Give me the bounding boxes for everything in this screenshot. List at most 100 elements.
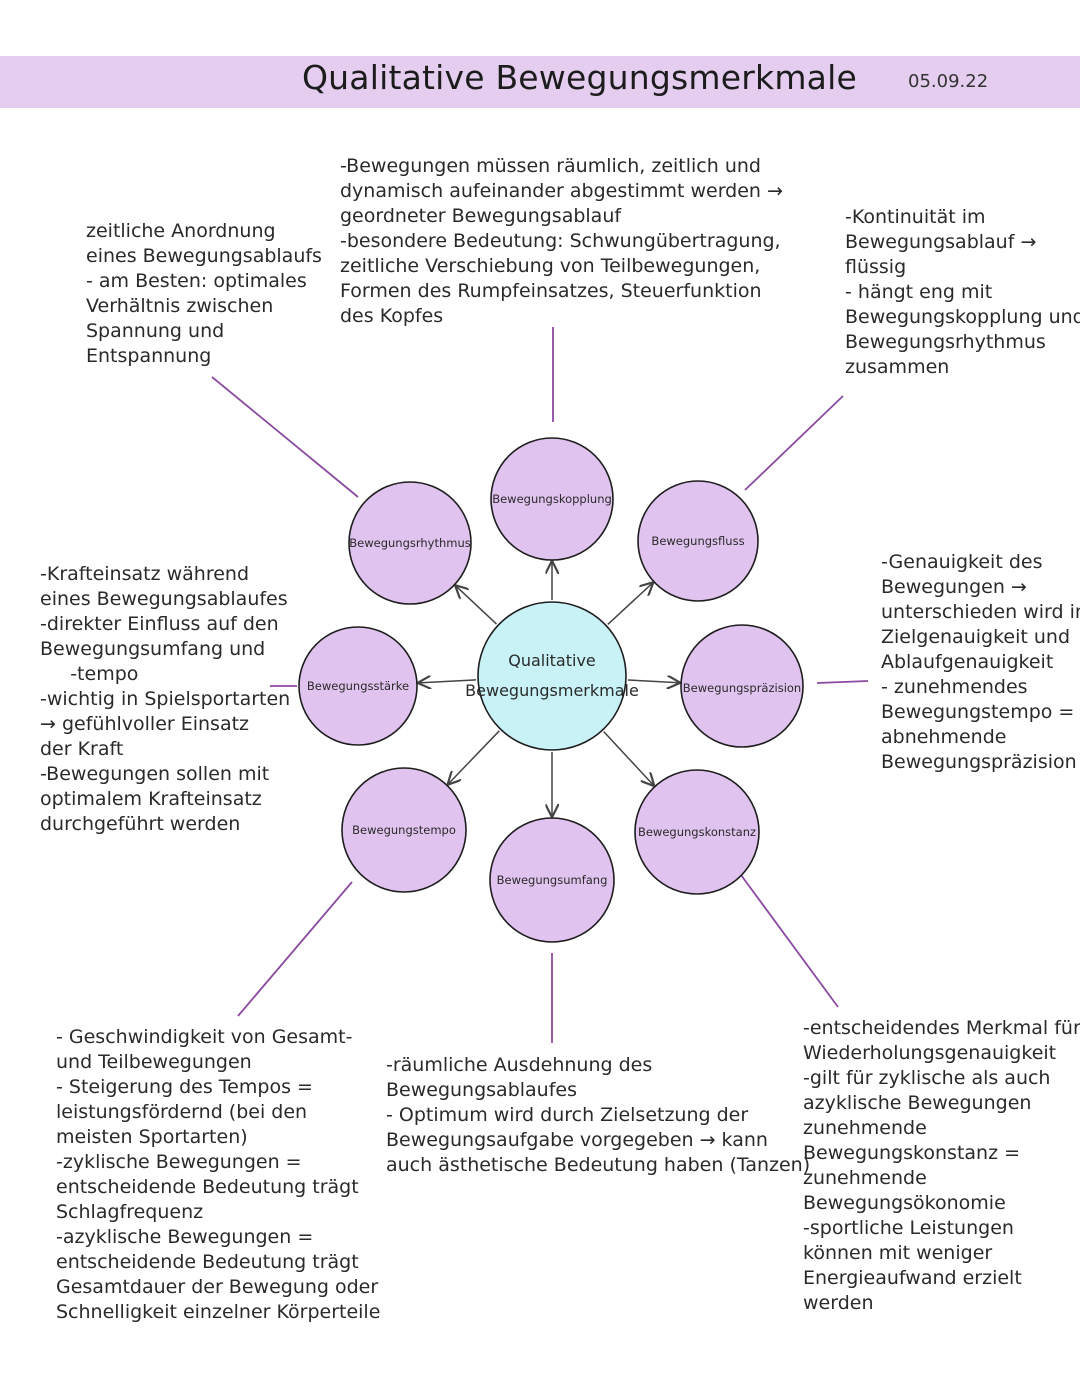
note-line: Bewegungstempo = bbox=[881, 701, 1075, 723]
arrow-fluss bbox=[607, 583, 653, 625]
page-title: Qualitative Bewegungsmerkmale bbox=[302, 58, 857, 97]
note-line: Bewegungsablaufes bbox=[386, 1079, 578, 1101]
node-label-konstanz: Bewegungskonstanz bbox=[637, 825, 757, 839]
note-tempo: - Geschwindigkeit von Gesamt-und Teilbew… bbox=[56, 1025, 380, 1325]
note-line: -sportliche Leistungen bbox=[803, 1217, 1014, 1239]
note-line: -zyklische Bewegungen = bbox=[56, 1151, 302, 1173]
note-line: entscheidende Bedeutung trägt bbox=[56, 1176, 359, 1198]
note-line: Formen des Rumpfeinsatzes, Steuerfunktio… bbox=[340, 280, 762, 302]
note-line: Wiederholungsgenauigkeit bbox=[803, 1042, 1057, 1064]
note-line: -Bewegungen sollen mit bbox=[40, 763, 270, 785]
note-line: Bewegungspräzision bbox=[881, 751, 1077, 773]
note-line: Zielgenauigkeit und bbox=[881, 626, 1071, 648]
note-line: -wichtig in Spielsportarten bbox=[40, 688, 291, 710]
note-staerke: -Krafteinsatz während eines Bewegungsabla… bbox=[40, 562, 290, 837]
note-rhythmus: zeitliche Anordnung eines Bewegungsablauf… bbox=[86, 219, 322, 369]
note-line: Bewegungskopplung und bbox=[845, 306, 1080, 328]
node-circle-kopplung bbox=[490, 437, 614, 561]
note-line: und Teilbewegungen bbox=[56, 1051, 252, 1073]
note-line: Spannung und bbox=[86, 320, 225, 342]
note-line: optimalem Krafteinsatz bbox=[40, 788, 262, 810]
arrow-staerke bbox=[419, 680, 477, 683]
note-line: -tempo bbox=[40, 663, 139, 685]
note-line: unterschieden wird in bbox=[881, 601, 1080, 623]
connector-line bbox=[816, 680, 869, 684]
note-line: Schlagfrequenz bbox=[56, 1201, 204, 1223]
note-line: Energieaufwand erzielt bbox=[803, 1267, 1022, 1289]
note-line: Bewegungsökonomie bbox=[803, 1192, 1006, 1214]
note-line: Schnelligkeit einzelner Körperteile bbox=[56, 1301, 381, 1323]
note-line: - Steigerung des Tempos = bbox=[56, 1076, 313, 1098]
note-line: dynamisch aufeinander abgestimmt werden … bbox=[340, 180, 783, 202]
node-label-staerke: Bewegungsstärke bbox=[306, 679, 410, 693]
note-line: - am Besten: optimales bbox=[86, 270, 307, 292]
center-label-line1: Qualitative bbox=[508, 651, 596, 670]
note-line: Bewegungen → bbox=[881, 576, 1027, 598]
note-line: zunehmende bbox=[803, 1167, 927, 1189]
note-line: -Genauigkeit des bbox=[881, 551, 1043, 573]
connector-line bbox=[740, 874, 839, 1008]
center-circle bbox=[477, 601, 627, 751]
note-line: -direkter Einfluss auf den bbox=[40, 613, 279, 635]
node-label-praezision: Bewegungspräzision bbox=[682, 681, 802, 695]
note-line: zunehmende bbox=[803, 1117, 927, 1139]
note-line: - hängt eng mit bbox=[845, 281, 993, 303]
note-line: können mit weniger bbox=[803, 1242, 993, 1264]
note-line: zeitliche Anordnung bbox=[86, 220, 276, 242]
note-line: entscheidende Bedeutung trägt bbox=[56, 1251, 359, 1273]
node-label-rhythmus: Bewegungsrhythmus bbox=[349, 536, 471, 550]
note-line: werden bbox=[803, 1292, 874, 1314]
node-label-umfang: Bewegungsumfang bbox=[496, 873, 608, 887]
note-line: Bewegungsaufgabe vorgegeben → kann bbox=[386, 1129, 768, 1151]
note-line: Ablaufgenauigkeit bbox=[881, 651, 1054, 673]
node-circle-tempo bbox=[341, 767, 467, 893]
note-line: Gesamtdauer der Bewegung oder bbox=[56, 1276, 379, 1298]
page-date: 05.09.22 bbox=[908, 71, 989, 92]
note-kopplung: -Bewegungen müssen räumlich, zeitlich un… bbox=[340, 154, 783, 329]
center-label: Qualitative Bewegungsmerkmale bbox=[465, 646, 639, 706]
note-line: abnehmende bbox=[881, 726, 1007, 748]
node-circle-staerke bbox=[298, 626, 418, 746]
connector-line bbox=[744, 395, 844, 491]
connector-line bbox=[211, 376, 359, 498]
note-line: Bewegungskonstanz = bbox=[803, 1142, 1021, 1164]
note-line: -Krafteinsatz während bbox=[40, 563, 249, 585]
note-line: geordneter Bewegungsablauf bbox=[340, 205, 622, 227]
header-bar bbox=[0, 56, 1080, 108]
note-line: -räumliche Ausdehnung des bbox=[386, 1054, 653, 1076]
node-circle-konstanz bbox=[634, 769, 760, 895]
note-line: flüssig bbox=[845, 256, 907, 278]
note-line: Verhältnis zwischen bbox=[86, 295, 274, 317]
note-line: - Geschwindigkeit von Gesamt- bbox=[56, 1026, 353, 1048]
note-line: Entspannung bbox=[86, 345, 212, 367]
note-line: -Kontinuität im bbox=[845, 206, 986, 228]
note-line: eines Bewegungsablaufes bbox=[40, 588, 288, 610]
center-label-line2: Bewegungsmerkmale bbox=[465, 681, 639, 700]
node-circle-umfang bbox=[489, 817, 615, 943]
note-line: meisten Sportarten) bbox=[56, 1126, 248, 1148]
node-label-tempo: Bewegungstempo bbox=[352, 823, 456, 837]
node-circle-praezision bbox=[680, 624, 804, 748]
note-line: Bewegungsablauf → bbox=[845, 231, 1037, 253]
note-line: zusammen bbox=[845, 356, 950, 378]
note-line: eines Bewegungsablaufs bbox=[86, 245, 322, 267]
note-fluss: -Kontinuität im Bewegungsablauf → flüssig -… bbox=[845, 205, 1080, 380]
arrow-praezision bbox=[627, 680, 679, 683]
note-line: auch ästhetische Bedeutung haben (Tanzen… bbox=[386, 1154, 811, 1176]
note-line: -entscheidendes Merkmal für bbox=[803, 1017, 1080, 1039]
note-line: leistungsfördernd (bei den bbox=[56, 1101, 308, 1123]
node-label-kopplung: Bewegungskopplung bbox=[492, 492, 612, 506]
note-line: des Kopfes bbox=[340, 305, 444, 327]
arrow-konstanz bbox=[603, 731, 654, 785]
note-line: - Optimum wird durch Zielsetzung der bbox=[386, 1104, 749, 1126]
node-circle-rhythmus bbox=[348, 481, 472, 605]
node-circle-fluss bbox=[637, 480, 759, 602]
connector-line bbox=[237, 881, 353, 1017]
note-line: zeitliche Verschiebung von Teilbewegunge… bbox=[340, 255, 761, 277]
note-line: → gefühlvoller Einsatz bbox=[40, 713, 250, 735]
note-line: Bewegungsumfang und bbox=[40, 638, 266, 660]
note-line: Bewegungsrhythmus bbox=[845, 331, 1046, 353]
